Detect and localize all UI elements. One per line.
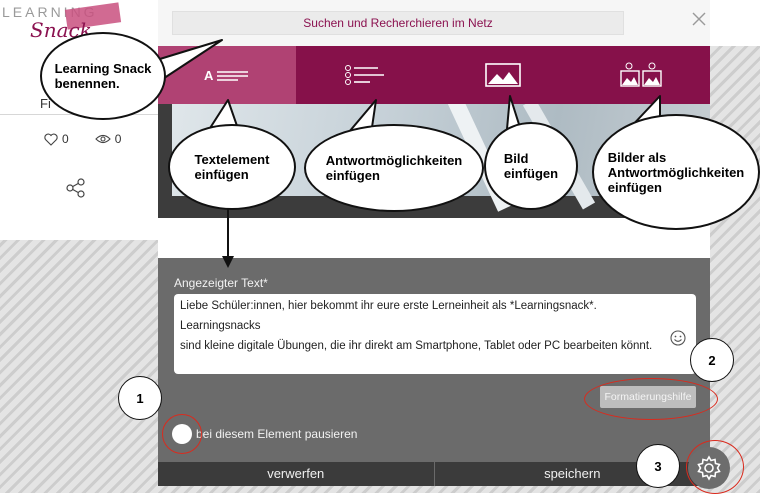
pause-label: bei diesem Element pausieren xyxy=(196,427,358,441)
save-button[interactable]: speichern xyxy=(544,466,601,481)
discard-button[interactable]: verwerfen xyxy=(267,466,325,481)
views-count: 0 xyxy=(114,132,122,146)
callout-line: einfügen xyxy=(325,168,380,183)
callout-line: Textelement xyxy=(194,152,270,167)
snack-stats: 0 0 xyxy=(44,132,121,146)
snack-title-fragment: Fi xyxy=(40,96,51,111)
callout-line: benennen. xyxy=(54,76,120,91)
callout-line: Bilder als xyxy=(607,149,667,165)
svg-text:A: A xyxy=(204,68,214,83)
heart-icon xyxy=(44,133,58,146)
text-element-tool[interactable]: A xyxy=(158,46,296,104)
answer-options-icon xyxy=(345,65,384,85)
views-stat: 0 xyxy=(94,132,122,146)
image-tool[interactable] xyxy=(434,46,572,104)
image-icon xyxy=(485,63,521,87)
footer-separator xyxy=(433,462,435,486)
callout-answer-options: Antwortmöglichkeiten einfügen xyxy=(304,124,484,212)
share-icon[interactable] xyxy=(66,178,86,198)
answer-options-tool[interactable] xyxy=(296,46,434,104)
likes-stat[interactable]: 0 xyxy=(44,132,69,146)
eye-icon xyxy=(94,134,111,144)
step-marker-3: 3 xyxy=(636,444,680,488)
emoji-icon[interactable] xyxy=(670,330,686,346)
callout-image: Bild einfügen xyxy=(484,122,578,210)
images-as-answers-tool[interactable] xyxy=(572,46,710,104)
likes-count: 0 xyxy=(62,132,69,146)
editor-footer: verwerfen speichern xyxy=(158,462,710,486)
callout-text-element: Textelement einfügen xyxy=(168,124,296,210)
close-icon[interactable] xyxy=(692,12,712,32)
step-marker-2: 2 xyxy=(690,338,734,382)
field-label: Angezeigter Text* xyxy=(174,276,268,290)
element-toolbar: A xyxy=(158,46,710,104)
callout-line: einfügen xyxy=(503,166,559,181)
callout-line: Antwortmöglichkeiten xyxy=(325,153,463,168)
callout-name-snack: Learning Snack benennen. xyxy=(40,32,166,120)
callout-line: einfügen xyxy=(607,179,662,195)
learningsnacks-logo[interactable]: LEARNING Snack xyxy=(2,2,122,42)
highlight-pause-toggle xyxy=(162,414,202,454)
displayed-text-field[interactable]: Liebe Schüler:innen, hier bekommt ihr eu… xyxy=(174,294,696,374)
callout-line: Learning Snack xyxy=(54,61,152,76)
highlight-settings xyxy=(686,440,744,494)
callout-images-as-answers: Bilder als Antwortmöglichkeiten einfügen xyxy=(592,114,760,230)
snack-header: Suchen und Recherchieren im Netz xyxy=(158,0,710,46)
snack-name-input[interactable]: Suchen und Recherchieren im Netz xyxy=(172,11,624,35)
images-as-answers-icon xyxy=(620,62,662,87)
text-line: Liebe Schüler:innen, hier bekommt ihr eu… xyxy=(180,300,597,332)
callout-line: Antwortmöglichkeiten xyxy=(607,164,745,180)
text-line: sind kleine digitale Übungen, die ihr di… xyxy=(180,340,653,352)
highlight-format-button xyxy=(584,378,718,420)
preview-gap xyxy=(158,218,710,258)
text-element-icon: A xyxy=(204,68,248,83)
text-editor-panel: Angezeigter Text* Liebe Schüler:innen, h… xyxy=(158,258,710,462)
callout-line: Bild xyxy=(503,151,529,166)
callout-line: einfügen xyxy=(194,167,249,182)
right-margin xyxy=(710,0,760,46)
step-marker-1: 1 xyxy=(118,376,162,420)
